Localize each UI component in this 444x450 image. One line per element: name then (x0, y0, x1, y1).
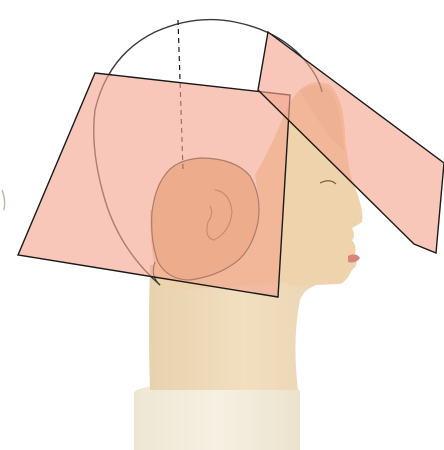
lips (348, 254, 360, 262)
stray-mark (2, 190, 5, 210)
mannequin-base (134, 384, 300, 450)
rectangular-section-panel (18, 73, 290, 297)
